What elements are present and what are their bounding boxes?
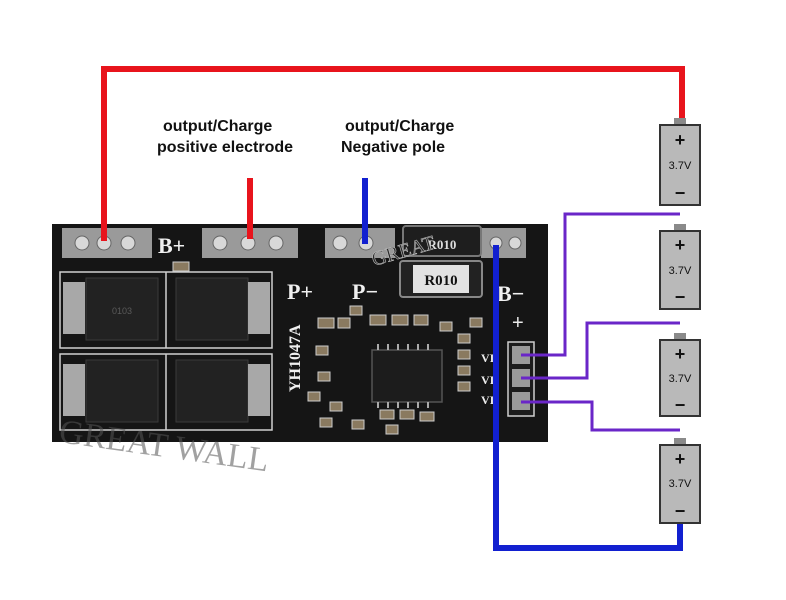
negative-caption-line1: output/Charge — [345, 118, 455, 135]
balance-wires — [521, 212, 680, 432]
resistor-marking: R010 — [424, 273, 457, 289]
mosfet-3 — [63, 359, 159, 423]
pad-label-p-minus: P− — [352, 279, 378, 304]
mosfet-1: 0103 — [63, 277, 159, 341]
pad-label-b-plus: B+ — [158, 233, 185, 258]
protection-ic — [371, 349, 443, 403]
bms-board: R010 R010 B+ P+ P− B− YH1047A GREAT 0103 — [52, 224, 548, 442]
battery-minus: − — [675, 501, 686, 521]
battery-minus: − — [675, 395, 686, 415]
negative-caption-line2: Negative pole — [341, 139, 446, 156]
battery-plus: + — [675, 344, 686, 364]
battery-voltage: 3.7V — [669, 373, 692, 385]
battery-negative-wire — [493, 245, 683, 551]
shunt-resistor-top — [402, 225, 482, 257]
battery-minus: − — [675, 183, 686, 203]
battery-cell-4: + 3.7V − — [659, 438, 701, 524]
battery-voltage: 3.7V — [669, 478, 692, 490]
positive-caption-line1: output/Charge — [163, 118, 273, 135]
balance-wire-1 — [521, 212, 680, 357]
battery-plus: + — [675, 235, 686, 255]
battery-voltage: 3.7V — [669, 160, 692, 172]
ic-pins — [377, 344, 429, 408]
pad-label-p-plus: P+ — [287, 279, 313, 304]
positive-caption-line2: positive electrode — [157, 139, 294, 156]
battery-cell-1: + 3.7V − — [659, 118, 701, 206]
battery-positive-wire — [101, 66, 685, 241]
battery-cell-3: + 3.7V − — [659, 333, 701, 417]
balance-wire-3 — [521, 400, 680, 432]
battery-plus: + — [675, 130, 686, 150]
battery-minus: − — [675, 287, 686, 307]
wiring — [101, 66, 685, 551]
resistor-marking-top: R010 — [428, 237, 457, 252]
smd-components — [172, 261, 483, 435]
mosfet-4 — [175, 359, 270, 423]
balance-label-1: VI — [481, 351, 495, 365]
board-plus-silk: + — [512, 312, 524, 334]
battery-voltage: 3.7V — [669, 265, 692, 277]
battery-cell-2: + 3.7V − — [659, 224, 701, 310]
balance-wire-2 — [521, 321, 680, 380]
shunt-resistor-label-bg — [413, 265, 469, 293]
mosfet-2 — [175, 277, 270, 341]
balance-label-3: VI — [481, 393, 495, 407]
battery-plus: + — [675, 449, 686, 469]
pad-label-b-minus: B− — [497, 281, 524, 306]
mosfet-marking: 0103 — [112, 306, 132, 316]
board-model: YH1047A — [287, 324, 304, 392]
balance-label-2: VI — [481, 373, 495, 387]
